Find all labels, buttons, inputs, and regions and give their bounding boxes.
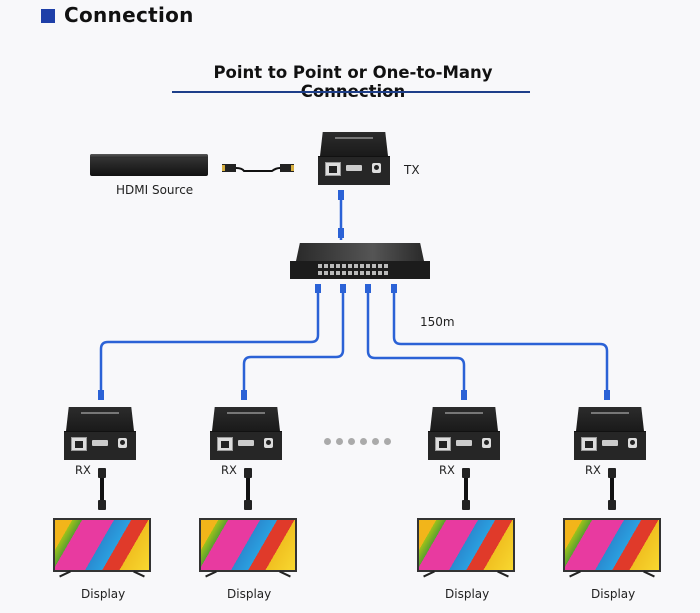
switch-port-icon (336, 271, 340, 275)
rj45-plug-icon (338, 228, 344, 238)
rx-extender-icon (574, 407, 646, 460)
display-label: Display (591, 587, 636, 601)
switch-port-icon (366, 271, 370, 275)
switch-port-icon (378, 264, 382, 268)
switch-port-icon (342, 264, 346, 268)
switch-port-icon (318, 271, 322, 275)
hdmi-cable-icon (244, 468, 252, 510)
switch-port-icon (360, 264, 364, 268)
switch-port-icon (360, 271, 364, 275)
rx-extender-icon (64, 407, 136, 460)
rj45-plug-icon (98, 390, 104, 400)
switch-port-icon (330, 271, 334, 275)
rj45-plug-icon (391, 284, 397, 293)
switch-port-icon (348, 264, 352, 268)
cable-rx-4 (392, 290, 609, 395)
section-marker-icon (41, 9, 55, 23)
switch-port-icon (324, 271, 328, 275)
switch-port-icon (372, 264, 376, 268)
more-receivers-indicator (324, 430, 396, 449)
blu-ray-player-icon (90, 154, 208, 176)
switch-port-icon (336, 264, 340, 268)
display-tv-icon (417, 518, 515, 578)
rj45-plug-icon (338, 190, 344, 200)
tx-extender-icon (318, 132, 390, 185)
display-label: Display (445, 587, 490, 601)
switch-port-icon (384, 271, 388, 275)
switch-port-icon (324, 264, 328, 268)
switch-port-icon (348, 271, 352, 275)
cable-rx-2 (242, 290, 345, 395)
rj45-plug-icon (604, 390, 610, 400)
display-label: Display (227, 587, 272, 601)
switch-port-icon (330, 264, 334, 268)
rj45-plug-icon (241, 390, 247, 400)
switch-port-icon (354, 271, 358, 275)
rj45-plug-icon (365, 284, 371, 293)
rx-extender-icon (428, 407, 500, 460)
rx-extender-icon (210, 407, 282, 460)
rx-label: RX (439, 463, 455, 477)
display-tv-icon (53, 518, 151, 578)
switch-port-icon (384, 264, 388, 268)
display-tv-icon (199, 518, 297, 578)
hdmi-source-label: HDMI Source (116, 183, 194, 197)
rx-label: RX (221, 463, 237, 477)
title-underline (172, 91, 530, 93)
network-switch-icon (290, 243, 430, 279)
switch-port-icon (354, 264, 358, 268)
hdmi-cable-icon (462, 468, 470, 510)
display-label: Display (81, 587, 126, 601)
rj45-plug-icon (340, 284, 346, 293)
rx-label: RX (75, 463, 91, 477)
rx-label: RX (585, 463, 601, 477)
hdmi-cable-icon (608, 468, 616, 510)
hdmi-cable-icon (98, 468, 106, 510)
section-title: Connection (64, 3, 194, 27)
display-tv-icon (563, 518, 661, 578)
switch-port-icon (318, 264, 322, 268)
distance-label: 150m (420, 315, 455, 329)
rj45-plug-icon (315, 284, 321, 293)
switch-port-icon (342, 271, 346, 275)
switch-port-icon (366, 264, 370, 268)
cable-rx-1 (99, 290, 320, 395)
tx-label: TX (404, 163, 420, 177)
cable-rx-3 (366, 290, 466, 395)
rj45-plug-icon (461, 390, 467, 400)
switch-port-icon (372, 271, 376, 275)
hdmi-cable-icon (222, 164, 294, 172)
switch-port-icon (378, 271, 382, 275)
